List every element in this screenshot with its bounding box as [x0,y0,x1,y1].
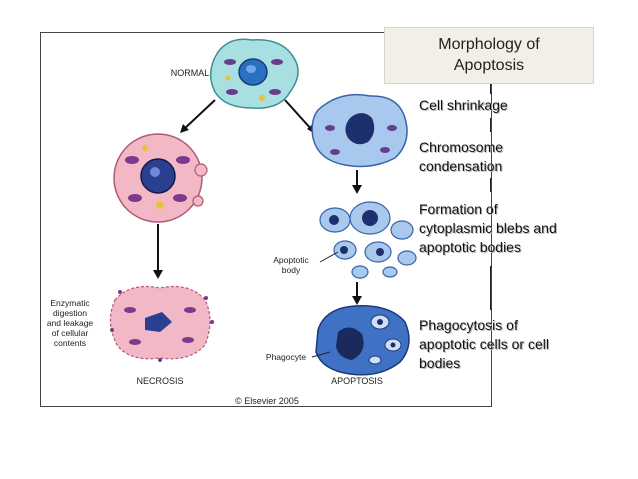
step-connector [490,178,491,192]
necrosis-note-line: and leakage [46,318,94,328]
arrow-to-necrosis [182,99,216,131]
apoptotic-body-label-line: Apoptotic [273,255,309,265]
necrosis-label: NECROSIS [136,376,184,386]
step-phagocytosis: Phagocytosis of apoptotic cells or cell … [419,316,549,373]
copyright-text: © Elsevier 2005 [235,396,299,406]
step-cell-shrinkage: Cell shrinkage [419,96,508,115]
slide-title-box: Morphology of Apoptosis [384,27,594,84]
necrosis-swollen-cell [113,133,208,223]
normal-label: NORMAL [170,68,210,78]
slide-title-line: Apoptosis [453,57,525,74]
apoptotic-body-pointer [319,251,339,263]
step-line: Formation of [419,201,498,217]
step-line: bodies [419,355,461,371]
arrow-to-apoptosis [284,99,313,131]
step-connector [490,84,491,94]
step-connector [490,118,491,132]
phagocyte-pointer [311,351,331,358]
step-chromosome-condensation: Chromosome condensation [419,138,503,176]
apoptosis-shrunken-cell [311,93,408,168]
step-line: Cell shrinkage [419,97,508,113]
slide-title-line: Morphology of [438,36,540,53]
step-connector [490,266,491,310]
apoptotic-bodies [319,201,417,279]
necrosis-note-line: Enzymatic [50,298,90,308]
necrosis-note-line: of cellular [51,328,89,338]
step-line: apoptotic bodies [419,239,521,255]
step-line: condensation [419,158,503,174]
normal-cell [209,38,299,109]
necrosis-disintegrated-cell [109,285,214,362]
step-bleb-formation: Formation of cytoplasmic blebs and apopt… [419,200,557,257]
step-line: Chromosome [419,139,504,155]
apoptotic-body-label-line: body [281,265,301,275]
phagocyte-label: Phagocyte [265,352,307,362]
necrosis-note-line: digestion [52,308,88,318]
step-line: apoptotic cells or cell [419,336,549,352]
step-line: cytoplasmic blebs and [419,220,557,236]
step-line: Phagocytosis of [419,317,518,333]
phagocyte-cell [315,305,410,376]
necrosis-note-line: contents [53,338,87,348]
apoptosis-label: APOPTOSIS [331,376,383,386]
necrosis-note: Enzymatic digestion and leakage of cellu… [40,298,100,348]
apoptotic-body-label: Apoptotic body [262,255,320,275]
